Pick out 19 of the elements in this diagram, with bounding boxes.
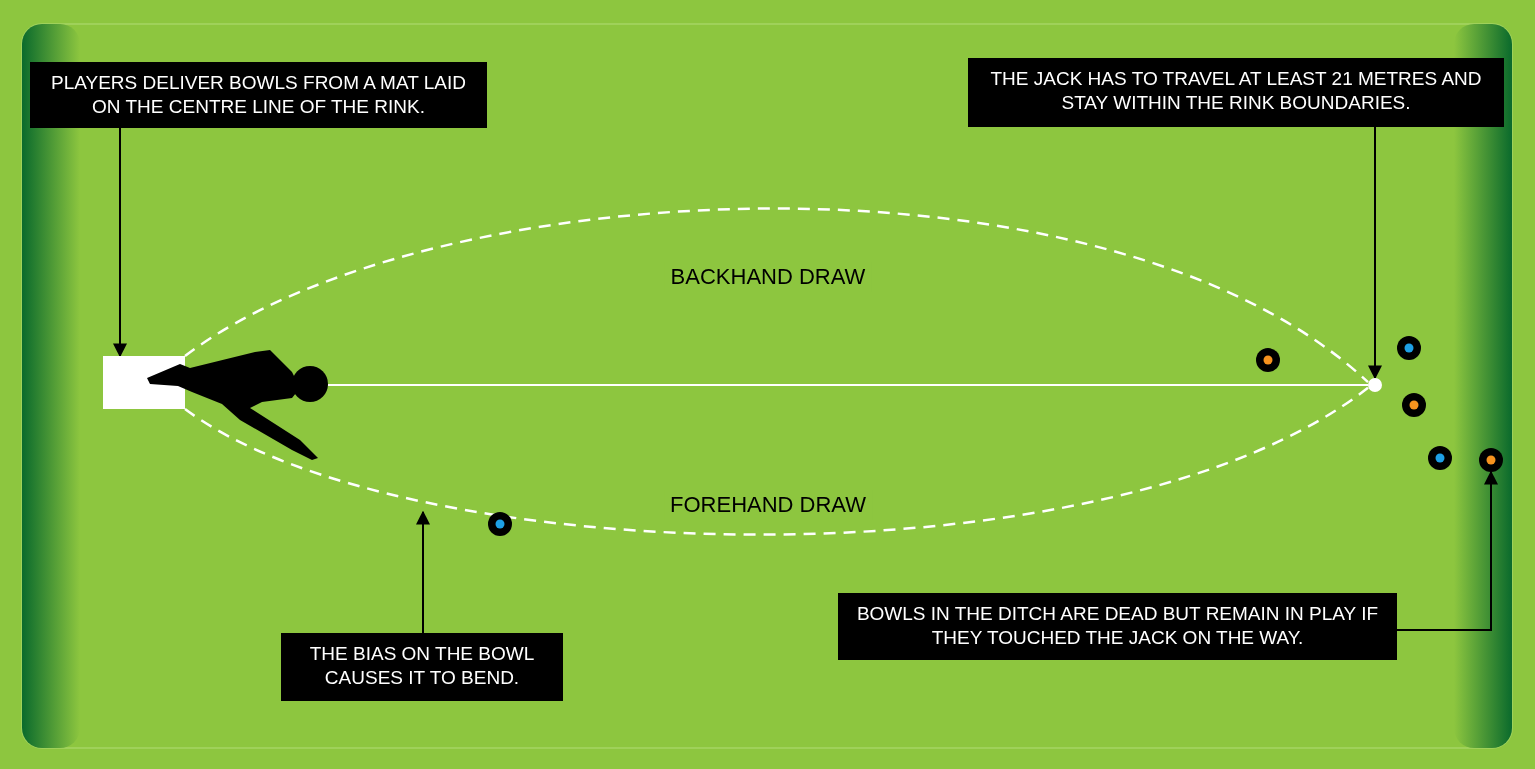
bowl <box>488 512 512 536</box>
bowl <box>1256 348 1280 372</box>
trajectory-line <box>184 386 1369 536</box>
callout-text: THE BIAS ON THE BOWL CAUSES IT TO BEND. <box>281 633 563 701</box>
leader-line <box>1396 470 1498 631</box>
leader-line <box>113 127 127 358</box>
callout-text: THE JACK HAS TO TRAVEL AT LEAST 21 METRES AND STAY WITHIN THE RINK BOUNDARIES. <box>968 58 1504 127</box>
bowl <box>1479 448 1503 472</box>
bowl <box>1397 336 1421 360</box>
bowl <box>1428 446 1452 470</box>
centre-line <box>327 384 1369 386</box>
leader-line <box>416 510 430 634</box>
player-silhouette <box>147 350 328 460</box>
callout-text: BOWLS IN THE DITCH ARE DEAD BUT REMAIN IN PLAY IF THEY TOUCHED THE JACK ON THE WAY. <box>838 593 1397 660</box>
trajectory-line <box>184 207 1369 384</box>
callout-text: PLAYERS DELIVER BOWLS FROM A MAT LAID ON THE CENTRE LINE OF THE RINK. <box>30 62 487 128</box>
leader-line <box>1368 126 1382 380</box>
jack <box>1368 378 1382 392</box>
bowl <box>1402 393 1426 417</box>
